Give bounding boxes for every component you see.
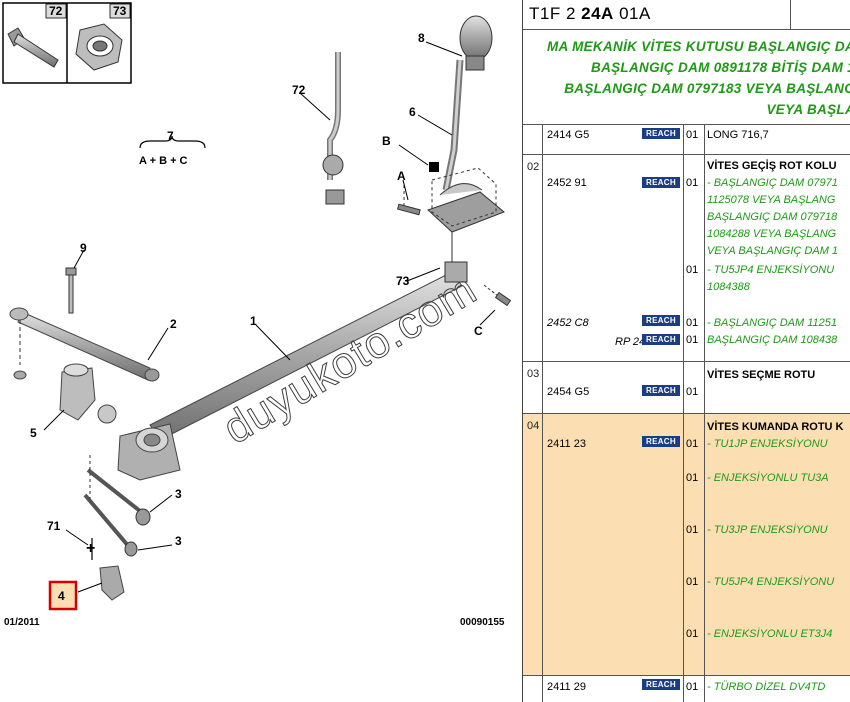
diagram-date: 01/2011 — [4, 617, 40, 628]
table-row[interactable]: 03 VİTES SEÇME ROTU 2454 G5 REACH 01 — [523, 361, 850, 414]
nut-73-drawing — [75, 23, 123, 71]
reach-badge: REACH — [642, 679, 680, 690]
part-qty: 01 — [686, 524, 699, 536]
callout-3-lower: 3 — [175, 534, 182, 548]
row-number: 04 — [527, 420, 540, 432]
part-qty: 01 — [686, 438, 699, 450]
pivot-housing-drawing — [117, 423, 181, 481]
part-qty: 01 — [686, 334, 699, 346]
note-line-3: BAŞLANGIÇ DAM 0797183 VEYA BAŞLANG — [564, 81, 850, 96]
callout-4[interactable]: 4 — [58, 589, 65, 603]
part-line: VEYA BAŞLANGIÇ DAM 1 — [707, 245, 839, 257]
part-line: 1084388 — [707, 281, 750, 293]
part-4-drawing: + — [86, 538, 125, 601]
note-line-4: VEYA BAŞLA — [766, 102, 850, 117]
callout-8: 8 — [418, 31, 425, 45]
gear-lever-6-8-drawing — [442, 15, 493, 191]
inset-label-73: 73 — [113, 4, 127, 18]
row-number: 02 — [527, 161, 540, 173]
callout-1: 1 — [250, 314, 257, 328]
callout-A: 73 — [396, 274, 410, 288]
part-qty: 01 — [686, 472, 699, 484]
part-ref-alt[interactable]: 2452 C8 — [547, 317, 589, 329]
reach-badge: REACH — [642, 436, 680, 447]
watermark-text: duyukoto.com — [215, 264, 485, 453]
part-qty: 01 — [686, 386, 699, 398]
inset-label-72: 72 — [49, 4, 63, 18]
reach-badge: REACH — [642, 177, 680, 188]
part-ref[interactable]: 2411 29 — [547, 681, 586, 693]
part-qty: 01 — [686, 317, 699, 329]
callout-9: 72 — [292, 83, 306, 97]
row-number: 03 — [527, 368, 540, 380]
callout-71: 9 — [80, 241, 87, 255]
table-row[interactable]: 2414 G5 REACH 01 LONG 716,7 — [523, 124, 850, 155]
part-line: - BAŞLANGIÇ DAM 07971 — [707, 177, 838, 189]
reach-badge: REACH — [642, 334, 680, 345]
part-qty: 01 — [686, 177, 699, 189]
part-desc: LONG 716,7 — [707, 129, 769, 141]
catalog-code: T1F 2 24A 01A — [529, 4, 651, 23]
table-row-selected[interactable]: 04 VİTES KUMANDA ROTU K 2411 23 REACH 01… — [523, 413, 850, 676]
part-ref[interactable]: 2452 91 — [547, 177, 587, 189]
part-variant: - TU5JP4 ENJEKSİYONU — [707, 576, 835, 588]
part-line: - TU5JP4 ENJEKSİYONU — [707, 264, 835, 276]
linkage-3-drawing — [83, 455, 151, 557]
reach-badge: REACH — [642, 315, 680, 326]
leader-lines — [43, 41, 496, 593]
part-title: VİTES SEÇME ROTU — [707, 369, 816, 381]
catalog-header: T1F 2 24A 01A — [523, 0, 850, 30]
part-line: BAŞLANGIÇ DAM 079718 — [707, 211, 838, 223]
part-line: - BAŞLANGIÇ DAM 11251 — [707, 317, 838, 329]
part-title: VİTES GEÇİŞ ROT KOLU — [707, 160, 837, 172]
shift-housing-drawing — [396, 162, 512, 307]
note-line-1: MA MEKANİK VİTES KUTUSU BAŞLANGIÇ DA — [546, 39, 850, 54]
part-line: 1125078 VEYA BAŞLANG — [707, 194, 836, 206]
part-variant: - TÜRBO DİZEL DV4TD — [707, 681, 826, 693]
diagram-drawing: 72 73 7 A + B + C — [2, 2, 512, 628]
part-variant: - ENJEKSİYONLU TU3A — [707, 472, 829, 484]
part-ref[interactable]: 2454 G5 — [547, 386, 590, 398]
bracket-5-drawing — [59, 363, 117, 424]
callout-7: 7 — [167, 129, 174, 143]
svg-text:+: + — [86, 540, 95, 557]
diagram-ref-number: 00090155 — [460, 617, 505, 628]
part-title: VİTES KUMANDA ROTU K — [707, 421, 844, 433]
callout-B: A — [397, 169, 406, 183]
applicability-note: MA MEKANİK VİTES KUTUSU BAŞLANGIÇ DA BAŞ… — [523, 29, 850, 124]
reach-badge: REACH — [642, 385, 680, 396]
callout-5: 5 — [30, 426, 37, 440]
callout-6: 6 — [409, 105, 416, 119]
part-line: BAŞLANGIÇ DAM 108438 — [707, 334, 838, 346]
callout-72: 71 — [47, 519, 61, 533]
reach-badge: REACH — [642, 128, 680, 139]
part-qty: 01 — [686, 576, 699, 588]
selected-part-highlight[interactable] — [48, 580, 78, 611]
part-qty: 01 — [686, 628, 699, 640]
exploded-parts-diagram: 72 73 7 A + B + C — [2, 2, 512, 628]
part-variant: - ENJEKSİYONLU ET3J4 — [707, 628, 833, 640]
parts-panel: T1F 2 24A 01A MA MEKANİK VİTES KUTUSU BA… — [522, 0, 850, 702]
part-qty: 01 — [686, 681, 699, 693]
table-row[interactable]: 02 2452 91 REACH 01 VİTES GEÇİŞ ROT KOLU… — [523, 154, 850, 362]
part-line: 1084288 VEYA BAŞLANG — [707, 228, 837, 240]
part-variant: - TU3JP ENJEKSİYONU — [707, 524, 828, 536]
note-line-2: BAŞLANGIÇ DAM 0891178 BİTİŞ DAM 1 — [591, 60, 850, 75]
callout-73: B — [382, 134, 391, 148]
part-ref[interactable]: 2414 G5 — [547, 129, 590, 141]
callout-2: 2 — [170, 317, 177, 331]
callout-C: C — [474, 324, 483, 338]
part-qty: 01 — [686, 129, 699, 141]
bolt-71-drawing — [65, 267, 77, 314]
table-row[interactable]: 2411 29 REACH 01 - TÜRBO DİZEL DV4TD — [523, 675, 850, 702]
cable-9-drawing — [322, 52, 345, 205]
part-variant: - TU1JP ENJEKSİYONU — [707, 438, 828, 450]
bolt-72-drawing — [7, 27, 59, 68]
part-qty: 01 — [686, 264, 699, 276]
callout-3-upper: 3 — [175, 487, 182, 501]
part-ref[interactable]: 2411 23 — [547, 438, 586, 450]
lever-2-drawing — [9, 307, 160, 382]
group-formula: A + B + C — [139, 155, 188, 167]
